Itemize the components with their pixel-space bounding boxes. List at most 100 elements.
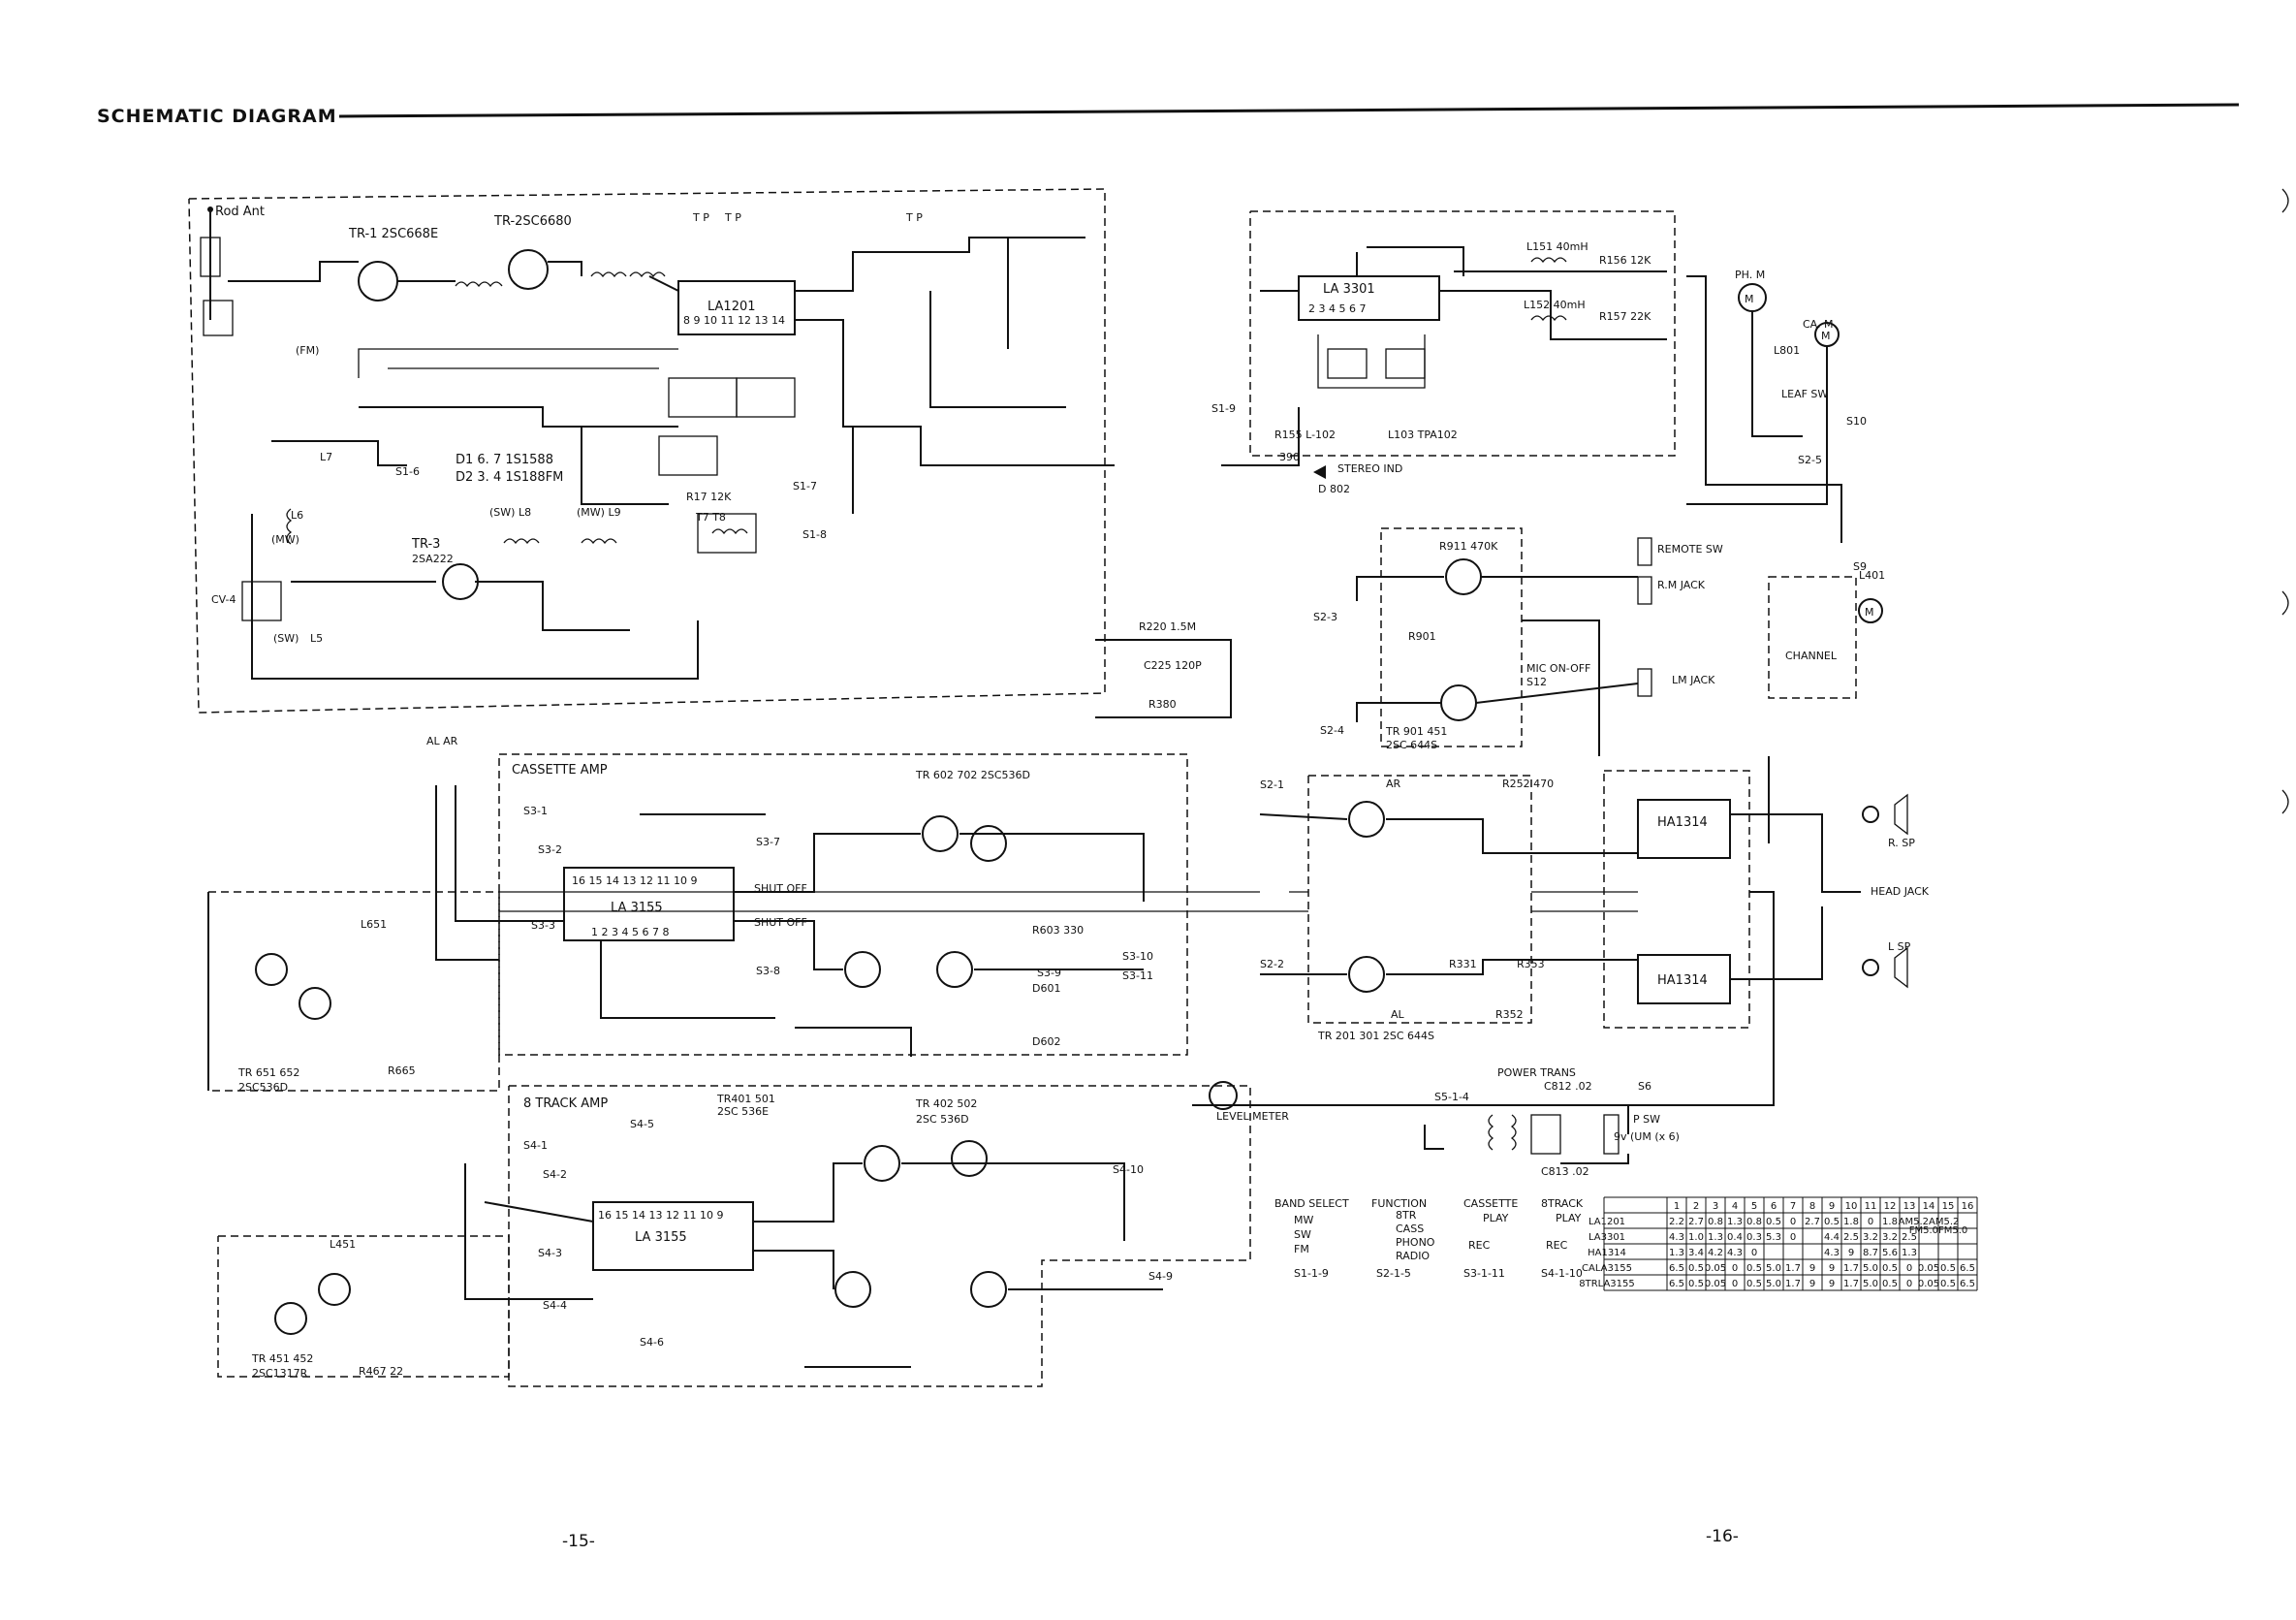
table-cell: 5.0: [1863, 1263, 1878, 1274]
l-speaker-icon: [1862, 959, 1879, 976]
tr3-label: TR-3: [411, 537, 440, 552]
tr451-type: 2SC1317R: [252, 1367, 308, 1380]
ic-8tr-la3155: [592, 1201, 754, 1271]
table-cell: 4.2: [1708, 1248, 1723, 1258]
cv4-label: CV-4: [211, 593, 236, 606]
table-cell: 0.5: [1766, 1217, 1781, 1227]
tr602-label: TR 602 702 2SC536D: [915, 769, 1030, 781]
table-cell: 4.3: [1669, 1232, 1684, 1243]
table-cell: 6.5: [1960, 1279, 1975, 1289]
tr651-type: 2SC536D: [238, 1081, 288, 1094]
band-select-item-2: FM: [1294, 1243, 1309, 1255]
tr3-transistor: [442, 563, 479, 600]
tr901-label: TR 901 451: [1385, 725, 1447, 738]
s3-10-label: S3-10: [1122, 950, 1153, 963]
table-cell: 0.05: [1705, 1279, 1726, 1289]
d601-label: D601: [1032, 982, 1060, 995]
tr3-type: 2SA222: [412, 553, 454, 565]
ph-m-label: PH. M: [1735, 269, 1765, 281]
table-cell: 3.2: [1882, 1232, 1898, 1243]
c813-label: C813 .02: [1541, 1165, 1589, 1178]
band-select-item-1: SW: [1294, 1228, 1311, 1241]
page-title: SCHEMATIC DIAGRAM: [97, 106, 337, 127]
ic-8tr-la3155-label: LA 3155: [635, 1230, 687, 1245]
table-header-cell: 6: [1771, 1201, 1777, 1212]
r390-label: 390: [1279, 451, 1300, 463]
r380-label: R380: [1148, 698, 1177, 711]
d802-label: D 802: [1318, 483, 1350, 495]
track8-id: S4-1-10: [1541, 1267, 1583, 1280]
l401-label: L401: [1859, 569, 1885, 582]
stereo-decoder-block: LA 3301 2 3 4 5 6 7 L151 40mH L152 40mH …: [1221, 210, 1676, 495]
band-select-id: S1-1-9: [1294, 1267, 1329, 1280]
table-header-cell: 13: [1903, 1201, 1916, 1212]
table-cell: CALA3155: [1582, 1263, 1632, 1274]
cassette-title: CASSETTE: [1463, 1197, 1518, 1210]
cassette-item-1: REC: [1468, 1239, 1491, 1252]
track8-amp-title: 8 TRACK AMP: [523, 1096, 608, 1111]
table-cell: 5.0: [1766, 1279, 1781, 1289]
tp3-label: T P: [905, 211, 923, 224]
lm-jack-label: LM JACK: [1672, 674, 1715, 686]
r665-label: R665: [388, 1064, 416, 1077]
r17-label: R17 12K: [686, 491, 732, 503]
d602-label: D602: [1032, 1035, 1060, 1048]
channel-label: CHANNEL: [1785, 650, 1838, 662]
table-cell: 9: [1829, 1263, 1835, 1274]
r352-label: R352: [1495, 1008, 1524, 1021]
s1-8-label: S1-8: [802, 528, 827, 541]
table-header-cell: 15: [1942, 1201, 1955, 1212]
table-header-cell: 2: [1693, 1201, 1699, 1212]
table-cell: 3.4: [1688, 1248, 1704, 1258]
page-number-right: -16-: [1706, 1527, 1739, 1546]
s2-2-label: S2-2: [1260, 958, 1284, 970]
tr451-label: TR 451 452: [251, 1352, 313, 1365]
shut-off-2-label: SHUT OFF: [754, 916, 807, 929]
table-cell: 5.0: [1766, 1263, 1781, 1274]
table-cell: 0.3: [1746, 1232, 1762, 1243]
table-cell: 5.3: [1766, 1232, 1781, 1243]
table-cell: 4.4: [1824, 1232, 1840, 1243]
ar-label: AR: [1386, 778, 1401, 790]
ic-ha1314-top: [1637, 799, 1731, 859]
table-cell: 0.5: [1688, 1263, 1704, 1274]
svg-text:16 15 14 13 12 11 10 9: 16 15 14 13 12 11 10 9: [572, 874, 697, 887]
ic-la1201-label: LA1201: [708, 300, 756, 314]
table-cell: 0.05: [1705, 1263, 1726, 1274]
table-header-cell: 5: [1751, 1201, 1757, 1212]
table-cell: 0.4: [1727, 1232, 1743, 1243]
table-cell: 9: [1809, 1263, 1815, 1274]
level-meter: [1209, 1081, 1238, 1110]
table-cell: 0: [1732, 1263, 1738, 1274]
r467-label: R467 22: [359, 1365, 403, 1378]
tr401-type: 2SC 536E: [717, 1105, 769, 1118]
table-cell: 2.5: [1902, 1232, 1917, 1243]
diodes-label-2: D2 3. 4 1S188FM: [456, 470, 563, 485]
power-supply-block: POWER TRANS C812 .02 C813 .02 S5-1-4 S6 …: [1424, 1066, 1680, 1178]
level-meter-label: LEVEL METER: [1216, 1110, 1289, 1123]
r901-label: R901: [1408, 630, 1436, 643]
table-header-cell: 1: [1674, 1201, 1680, 1212]
table-cell: 0.05: [1918, 1263, 1939, 1274]
table-cell: 4.3: [1727, 1248, 1743, 1258]
remote-sw-label: REMOTE SW: [1657, 543, 1723, 556]
table-cell: 1.0: [1688, 1232, 1704, 1243]
table-cell: 2.5: [1843, 1232, 1859, 1243]
mic-onoff-label: MIC ON-OFF: [1526, 662, 1590, 675]
page-number-left: -15-: [562, 1532, 595, 1551]
table-cell: LA1201: [1588, 1217, 1625, 1227]
s3-2-label: S3-2: [538, 843, 562, 856]
s3-7-label: S3-7: [756, 836, 780, 848]
r157-label: R157 22K: [1599, 310, 1651, 323]
leaf-sw-label: LEAF SW: [1781, 388, 1828, 400]
table-cell: 0: [1906, 1279, 1912, 1289]
table-header-cell: 11: [1865, 1201, 1877, 1212]
table-cell: 0.5: [1940, 1279, 1956, 1289]
table-cell: 0.05: [1918, 1279, 1939, 1289]
al-ar-label: AL AR: [426, 735, 458, 747]
svg-text:M: M: [1821, 330, 1831, 342]
ic-ha1314-bottom-label: HA1314: [1657, 973, 1708, 988]
r353-label: R353: [1517, 958, 1545, 970]
fm-label: (FM): [296, 344, 319, 357]
